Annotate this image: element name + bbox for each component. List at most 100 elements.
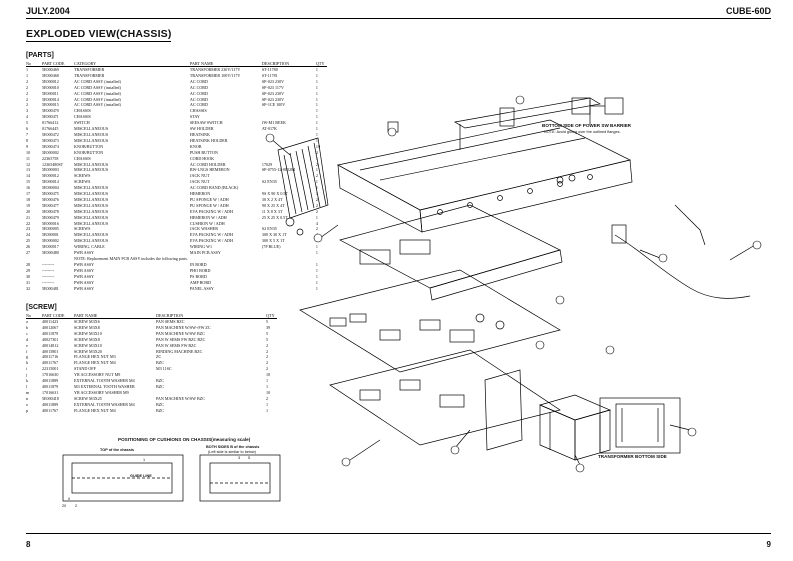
parts-cell: 5E000477 bbox=[42, 202, 59, 208]
parts-cell: 22365758 bbox=[42, 155, 59, 161]
parts-cell: 2 bbox=[315, 226, 318, 232]
screw-cell: 5 bbox=[266, 336, 269, 342]
parts-cell: AC CORD ASSY (installed) bbox=[74, 78, 121, 84]
screw-cell: M3 11SC bbox=[156, 366, 172, 372]
parts-cell: HEMERON bbox=[189, 191, 211, 197]
screw-cell: SCREW M3X20 bbox=[74, 348, 102, 354]
parts-cell: 01766445 bbox=[42, 126, 59, 132]
parts-cell: 5E000016 bbox=[42, 220, 59, 226]
screw-cell: 40011889 bbox=[42, 378, 59, 384]
screw-cell: 2 bbox=[266, 395, 269, 401]
parts-cell: 5E000017 bbox=[42, 244, 59, 250]
parts-cell: 5E000471 bbox=[42, 114, 59, 120]
screw-cell: o bbox=[26, 401, 29, 407]
parts-cell: BW-LNGS HEMERON bbox=[189, 167, 230, 173]
callout-7 bbox=[265, 133, 275, 143]
parts-cell: AC CORD bbox=[189, 96, 208, 102]
parts-cell: AC CORD HOLDER bbox=[189, 161, 226, 167]
parts-cell: 15 bbox=[26, 179, 31, 185]
screw-cell: SCREW M3X25 bbox=[74, 395, 102, 401]
dim-5-label: 5 bbox=[248, 456, 251, 460]
parts-cell: 1 bbox=[315, 120, 318, 126]
parts-cell: 5E000012 bbox=[42, 78, 59, 84]
parts-cell: TRANSFORMER 100V/117V bbox=[189, 72, 241, 78]
dim-0-label: 0 bbox=[68, 497, 71, 501]
parts-cell: MISCELLANEOUS bbox=[74, 232, 109, 238]
screw-cell: PAN MACHINE W/SW BZC bbox=[156, 330, 205, 336]
parts-cell: AC CORD bbox=[189, 90, 208, 96]
chassis-drawing bbox=[337, 119, 633, 233]
parts-cell: AC CORD ASSY (installed) bbox=[74, 102, 121, 108]
callout-9 bbox=[313, 233, 323, 243]
parts-cell: 5E000476 bbox=[42, 196, 59, 202]
parts-cell: 27 bbox=[26, 250, 31, 256]
parts-cell: SP-0755-12-000284 bbox=[261, 167, 296, 173]
parts-cell: 2 bbox=[26, 78, 29, 84]
screw-cell: YR ACCESSORY NUT M9 bbox=[74, 372, 121, 378]
screw-cell: d bbox=[26, 336, 29, 342]
parts-cell: 1 bbox=[315, 84, 318, 90]
parts-cell: 29 bbox=[26, 267, 31, 273]
guide-line-label: GUIDE LINE bbox=[130, 474, 152, 478]
parts-cell: 5E000012 bbox=[42, 173, 59, 179]
parts-cell: --------- bbox=[42, 267, 55, 273]
parts-cell: WIRING W1 bbox=[189, 244, 212, 250]
parts-cell: 1 bbox=[315, 67, 318, 72]
parts-cell: PWB ASSY bbox=[74, 285, 95, 291]
parts-cell: 5E000010 bbox=[42, 84, 59, 90]
transformer-bottom-label: TRANSFORMER BOTTOM SIDE bbox=[598, 454, 667, 459]
screw-cell: 2 bbox=[266, 366, 269, 372]
callout-2 bbox=[658, 253, 668, 263]
screw-cell: c bbox=[26, 330, 28, 336]
screw-cell: 5E000418 bbox=[42, 395, 59, 401]
parts-cell: 5E000478 bbox=[42, 208, 59, 214]
cushion-top-drawing bbox=[62, 454, 184, 502]
footer-rule bbox=[26, 533, 771, 534]
parts-cell: 5E000472 bbox=[42, 131, 59, 137]
dim-2-label: 2 bbox=[75, 504, 78, 508]
parts-cell: 12 bbox=[26, 161, 31, 167]
parts-cell: MISCELLANEOUS bbox=[74, 126, 109, 132]
parts-cell: 3 bbox=[26, 108, 29, 114]
power-sw-note: NOTE: Avoid gluing over the outlined fla… bbox=[544, 130, 621, 134]
side-bracket-drawing bbox=[484, 369, 523, 451]
screw-cell: 22315001 bbox=[42, 366, 59, 372]
parts-header-cell: CATEGORY bbox=[74, 61, 190, 67]
parts-cell: MISCELLANEOUS bbox=[74, 137, 109, 143]
knob-drawing bbox=[285, 217, 295, 227]
parts-cell: 1 bbox=[315, 285, 318, 291]
screw-cell: BZC bbox=[156, 383, 164, 389]
callout-5 bbox=[515, 95, 525, 105]
screw-cell: 10 bbox=[266, 372, 271, 378]
parts-cell: 5E000468 bbox=[42, 72, 59, 78]
parts-cell: 1 bbox=[315, 78, 318, 84]
parts-cell: IN BORD bbox=[189, 261, 207, 267]
parts-cell: AT-017K bbox=[261, 126, 277, 132]
screw-cell: PAN MACHINE W/SW+FW ZC bbox=[156, 324, 211, 330]
parts-cell: 1 bbox=[315, 214, 318, 220]
parts-cell: MISCELLANEOUS bbox=[74, 161, 109, 167]
screw-cell: PAN SEMS BZC bbox=[156, 319, 185, 324]
push-button-drawing bbox=[296, 228, 304, 236]
parts-cell: CHASSIS bbox=[74, 114, 91, 120]
parts-cell: JW-M1 BEEK bbox=[261, 120, 286, 126]
screw-cell: EXTERNAL TOOTH WASHER M4 bbox=[74, 378, 135, 384]
screw-cell: 40027301 bbox=[42, 336, 59, 342]
parts-cell: 5E000475 bbox=[42, 191, 59, 197]
screw-cell: SCREW M3X10 bbox=[74, 342, 102, 348]
